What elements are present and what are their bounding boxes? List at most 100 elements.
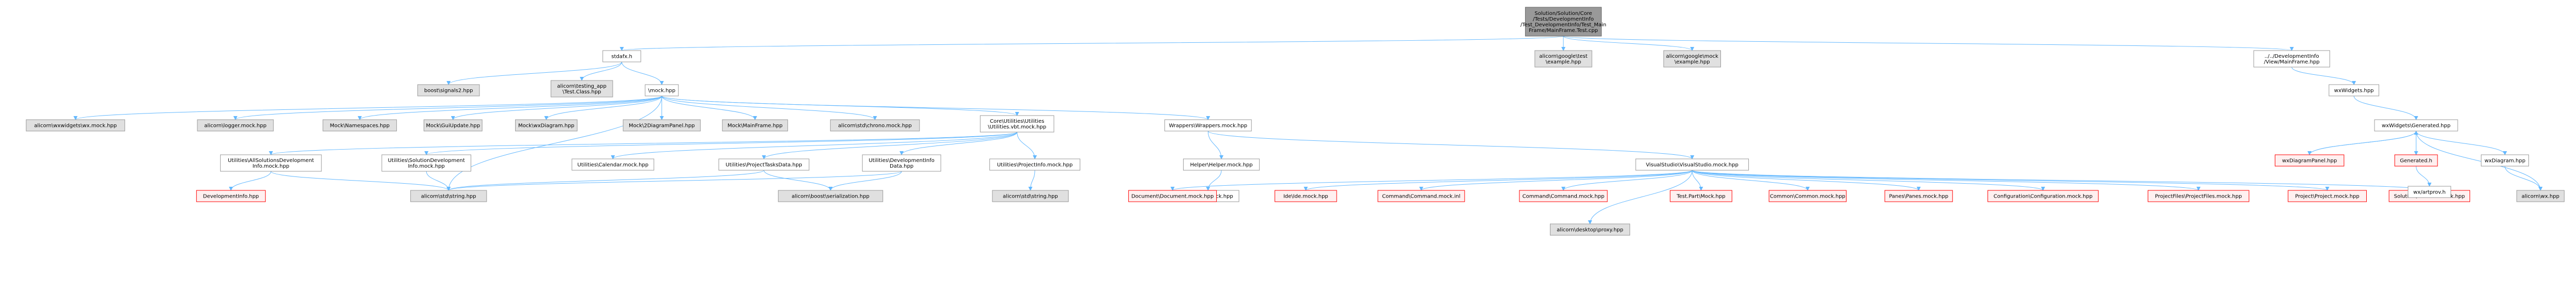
node-label: Utilities\SolutionDevelopment <box>388 158 465 164</box>
node-box <box>2275 154 2345 167</box>
graph-node-config[interactable]: Configuration\Configuration.mock.hpp <box>1987 190 2099 202</box>
node-box <box>2516 190 2565 202</box>
node-box <box>1884 190 1953 202</box>
graph-node-awwx[interactable]: alicorn\wxwidgets\wx.mock.hpp <box>26 119 126 132</box>
graph-node-mock[interactable]: \mock.hpp <box>645 84 679 96</box>
graph-node-docmock[interactable]: Document\Document.mock.hpp <box>1128 190 1217 202</box>
node-label: wx/artprov.h <box>2413 190 2446 196</box>
node-label: Mock\GuiUpdate.hpp <box>426 123 480 129</box>
graph-node-mmf[interactable]: Mock\MainFrame.hpp <box>722 119 788 132</box>
graph-node-ucal[interactable]: Utilities\Calendar.mock.hpp <box>571 158 655 171</box>
graph-node-uallsol[interactable]: Utilities\AllSolutionsDevelopmentInfo.mo… <box>220 154 322 172</box>
node-label: Project\Project.mock.hpp <box>2295 194 2359 200</box>
node-box <box>515 119 578 132</box>
node-box <box>1987 190 2099 202</box>
edge-wxwidgets-to-wxgen <box>2353 95 2418 120</box>
node-label: \example.hpp <box>1674 59 1710 65</box>
node-box <box>1128 190 1217 202</box>
node-label: DevelopmentInfo.hpp <box>203 194 259 200</box>
graph-node-coreutil[interactable]: Core\Utilities\Utilities\Utilities.vbt.m… <box>980 115 1054 133</box>
node-label: Mock\MainFrame.hpp <box>727 123 783 129</box>
node-label: alicorn\wx.hpp <box>2522 194 2559 200</box>
graph-node-m2d[interactable]: Mock\2DiagramPanel.hpp <box>623 119 701 132</box>
graph-node-signals2[interactable]: boost\signals2.hpp <box>417 84 480 96</box>
node-label: Utilities\ProjectInfo.mock.hpp <box>997 163 1073 168</box>
node-box <box>992 190 1069 202</box>
node-box <box>1519 190 1608 202</box>
node-label: Info.mock.hpp <box>408 164 445 169</box>
graph-node-devmain[interactable]: ../../DevelopmentInfo/View/MainFrame.hpp <box>2253 50 2330 68</box>
graph-node-alogger[interactable]: alicorn\logger.mock.hpp <box>197 119 274 132</box>
graph-node-stdafx[interactable]: stdafx.h <box>602 50 641 62</box>
edge-mock-to-mns <box>358 95 662 120</box>
graph-node-root[interactable]: Solution/Solution/Core/Tests/Development… <box>1520 7 1606 37</box>
graph-node-vsmock[interactable]: VisualStudio\VisualStudio.mock.hpp <box>1635 158 1749 171</box>
graph-node-panes[interactable]: Panes\Panes.mock.hpp <box>1884 190 1953 202</box>
node-label: wxWidgets\Generated.hpp <box>2382 123 2450 129</box>
node-box <box>550 80 613 98</box>
edge-mock-to-mdiag <box>544 95 662 120</box>
graph-node-awx[interactable]: alicorn\wx.hpp <box>2516 190 2565 202</box>
node-label: Utilities\DevelopmentInfo <box>868 158 934 164</box>
node-label: Helper\Helper.mock.hpp <box>1190 163 1252 168</box>
edge-vsmock-to-cmdmock <box>1561 170 1693 191</box>
graph-node-gmock[interactable]: alicorn\google\mock\example.hpp <box>1663 50 1721 68</box>
node-label: Command\Command.mock.hpp <box>1523 194 1605 200</box>
node-box <box>1550 223 1631 236</box>
edge-vsmock-to-testpart <box>1692 170 1703 191</box>
edge-helper-to-helperjs <box>1206 170 1222 191</box>
graph-node-aboost[interactable]: alicorn\boost\serialization.hpp <box>778 190 883 202</box>
edge-wxdiagram-to-awx <box>2504 166 2543 191</box>
graph-node-projfiles[interactable]: ProjectFiles\ProjectFiles.mock.hpp <box>2148 190 2249 202</box>
edge-uallsol-to-devinfo <box>229 171 271 191</box>
node-box <box>2288 190 2367 202</box>
graph-node-gtest[interactable]: alicorn\google\test\example.hpp <box>1534 50 1592 68</box>
graph-node-usoldev[interactable]: Utilities\SolutionDevelopmentInfo.mock.h… <box>381 154 472 172</box>
node-label: Document\Document.mock.hpp <box>1131 194 1214 200</box>
node-label: Utilities\Calendar.mock.hpp <box>578 163 649 168</box>
graph-node-mgui[interactable]: Mock\GuiUpdate.hpp <box>423 119 483 132</box>
graph-node-wxartprov[interactable]: wx/artprov.h <box>2408 186 2451 198</box>
edge-wxdpanel-to-wxgen <box>2309 131 2418 155</box>
graph-node-uprojinfo[interactable]: Utilities\ProjectInfo.mock.hpp <box>989 158 1080 171</box>
node-label: Mock\2DiagramPanel.hpp <box>629 123 695 129</box>
edge-generated-to-wxartprov <box>2416 166 2432 187</box>
node-label: /Test_DevelopmentInfo/Test_Main <box>1520 22 1606 28</box>
graph-node-devinfo[interactable]: DevelopmentInfo.hpp <box>196 190 266 202</box>
node-label: alicorn\google\mock <box>1666 54 1719 59</box>
graph-node-astring[interactable]: alicorn\std\string.hpp <box>410 190 487 202</box>
graph-node-wxwidgets[interactable]: wxWidgets.hpp <box>2329 84 2379 96</box>
graph-node-projmock[interactable]: Project\Project.mock.hpp <box>2288 190 2367 202</box>
graph-node-helper[interactable]: Helper\Helper.mock.hpp <box>1183 158 1260 171</box>
node-label: ProjectFiles\ProjectFiles.mock.hpp <box>2155 194 2242 200</box>
graph-node-mdiag[interactable]: Mock\wxDiagram.hpp <box>515 119 578 132</box>
graph-node-astring2[interactable]: alicorn\std\string.hpp <box>992 190 1069 202</box>
graph-node-generated[interactable]: Generated.h <box>2394 154 2438 167</box>
node-box <box>571 158 655 171</box>
graph-node-idemock[interactable]: Ide\Ide.mock.hpp <box>1275 190 1337 202</box>
graph-node-testpart[interactable]: Test.Part\Mock.hpp <box>1670 190 1732 202</box>
graph-node-commonmock[interactable]: Common\Common.mock.hpp <box>1768 190 1847 202</box>
graph-node-cmdmock[interactable]: Command\Command.mock.hpp <box>1519 190 1608 202</box>
edge-wrappers-to-helper <box>1207 131 1224 159</box>
graph-node-wxdiagram[interactable]: wxDiagram.hpp <box>2480 154 2529 167</box>
node-box <box>1663 50 1721 68</box>
graph-node-testclass[interactable]: alicorn\testing_app\Test.Class.hpp <box>550 80 613 98</box>
graph-node-achrono[interactable]: alicorn\std\chrono.mock.hpp <box>830 119 920 132</box>
edge-vsmock-to-projfiles <box>1692 170 2200 191</box>
graph-node-wxdpanel[interactable]: wxDiagramPanel.hpp <box>2275 154 2345 167</box>
graph-node-desktop[interactable]: alicorn\desktop\proxy.hpp <box>1550 223 1631 236</box>
edge-root-to-stdafx <box>620 36 1564 51</box>
node-label: VisualStudio\VisualStudio.mock.hpp <box>1646 163 1739 168</box>
edge-coreutil-to-uprojtasks <box>762 132 1018 159</box>
node-label: /View/MainFrame.hpp <box>2264 59 2320 65</box>
graph-node-mns[interactable]: Mock\Namespaces.hpp <box>322 119 397 132</box>
edge-uprojinfo-to-astring2 <box>1028 170 1035 191</box>
edge-uprojtasks-to-astring <box>446 170 765 191</box>
graph-node-uprojtasks[interactable]: Utilities\ProjectTasksData.hpp <box>718 158 810 171</box>
nodes-layer: Solution/Solution/Core/Tests/Development… <box>26 7 2565 236</box>
graph-node-cmdinl[interactable]: Command\Command.mock.inl <box>1377 190 1465 202</box>
graph-node-wrappers[interactable]: Wrappers\Wrappers.mock.hpp <box>1164 119 1252 132</box>
graph-node-wxgen[interactable]: wxWidgets\Generated.hpp <box>2374 119 2458 132</box>
